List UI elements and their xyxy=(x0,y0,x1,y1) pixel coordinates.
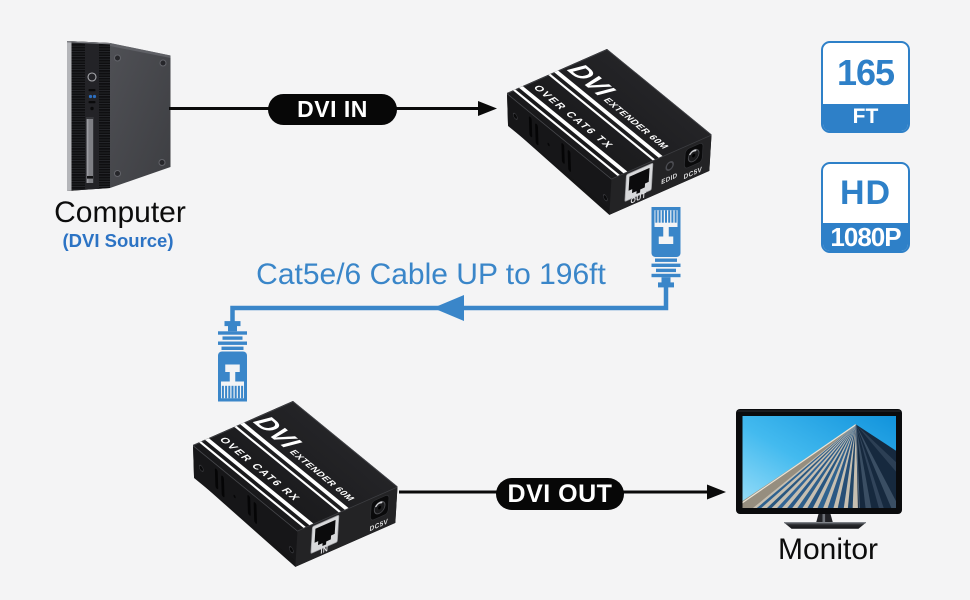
cable-label: Cat5e/6 Cable UP to 196ft xyxy=(256,258,606,291)
rx-in-port: IN xyxy=(310,515,340,556)
badge-165ft-value: 165 xyxy=(836,52,895,94)
monitor-label: Monitor xyxy=(777,533,879,566)
badge-hd1080p-value: HD xyxy=(839,174,892,212)
monitor-screen-photo xyxy=(742,424,896,508)
dvi-out-label: DVI OUT xyxy=(507,479,613,508)
badge-165ft: 165 FT xyxy=(821,41,910,133)
monitor-illustration xyxy=(736,409,902,529)
dvi-out-arrowhead xyxy=(707,484,726,500)
tx-extender: OUT EDID DC5V DVI EXTENDER 60M xyxy=(506,49,712,215)
dvi-source-label: (DVI Source) xyxy=(62,230,174,251)
dvi-in-pill: DVI IN xyxy=(268,94,397,125)
computer-logo xyxy=(87,72,97,82)
cable-arrowhead xyxy=(433,295,464,321)
rx-extender: IN DC5V DVI EXTENDER 60M OVER CAT6 RX xyxy=(192,401,398,567)
computer-illustration xyxy=(67,41,171,191)
rj45-connector-tx xyxy=(651,207,681,288)
dvi-in-arrowhead xyxy=(478,101,497,116)
computer-label: Computer xyxy=(54,196,186,229)
badge-165ft-unit: FT xyxy=(823,103,908,131)
tx-out-port: OUT xyxy=(624,163,654,206)
cat-cable xyxy=(230,279,669,331)
dvi-in-label: DVI IN xyxy=(297,96,368,122)
badge-hd1080p: HD 1080P xyxy=(821,162,910,253)
badge-hd1080p-unit: 1080P xyxy=(823,222,908,251)
rj45-connector-rx xyxy=(218,321,247,402)
dvi-out-pill: DVI OUT xyxy=(496,478,624,510)
rx-port-label: IN xyxy=(320,544,328,556)
